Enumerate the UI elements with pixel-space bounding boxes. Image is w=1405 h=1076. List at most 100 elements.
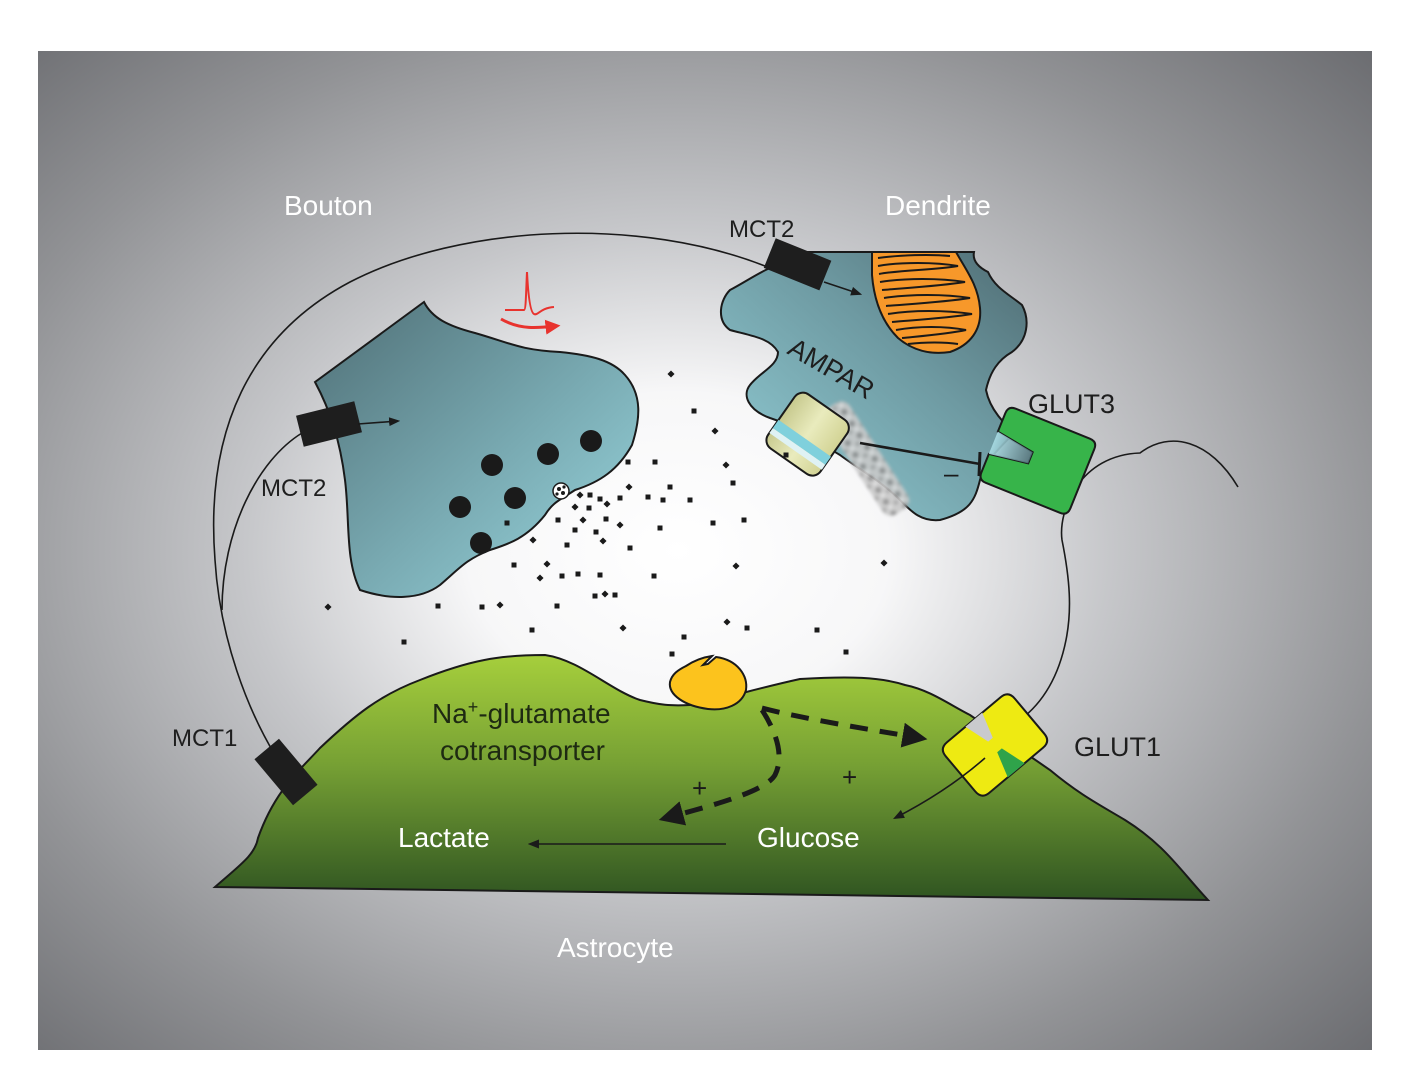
glutamate-molecule [592,593,598,599]
glutamate-molecule [843,649,849,655]
label-astrocyte: Astrocyte [557,932,674,963]
glut3-transporter [979,406,1097,515]
glutamate-molecule [601,590,609,598]
glutamate-molecule [732,562,740,570]
inhibition-line [859,441,981,466]
glutamate-molecule [401,639,407,645]
label-glutamate: -glutamate [478,698,610,729]
glutamate-molecule [687,497,693,503]
glutamate-molecule [783,452,789,458]
glutamate-molecule [576,491,584,499]
glutamate-molecule [597,572,603,578]
vesicle [449,496,471,518]
dashed-arrow-to-glut1 [761,705,928,748]
glutamate-molecule [603,516,609,522]
glutamate-molecule [575,571,581,577]
dashed-arrow-to-glycolysis [658,708,782,826]
glutamate-molecule [667,484,673,490]
label-na-superscript: + [468,697,479,717]
plus-sign-glut1: + [842,762,857,792]
label-glucose: Glucose [757,822,860,853]
mct2-bouton-transporter [296,401,362,447]
glutamate-molecule [572,527,578,533]
label-glut1: GLUT1 [1074,732,1161,762]
inhibition-sign: – [944,458,959,488]
label-bouton: Bouton [284,190,373,221]
glutamate-molecule [511,562,517,568]
label-mct2-bouton: MCT2 [261,475,326,502]
glutamate-molecule [555,517,561,523]
glutamate-molecule [730,480,736,486]
glutamate-molecule [619,624,627,632]
glutamate-molecule [579,516,587,524]
glutamate-molecule [744,625,750,631]
astrocyte-process-outline-right [1019,440,1239,721]
glutamate-molecule [543,560,551,568]
glutamate-molecule [710,520,716,526]
glutamate-molecule [504,520,510,526]
mct2-dendrite-transporter [763,238,832,291]
glutamate-molecule [741,517,747,523]
glutamate-molecule [880,559,888,567]
mct2-bouton-arrow [357,417,401,427]
action-potential [500,271,561,335]
glutamate-molecule [559,573,565,579]
glutamate-molecule [652,459,658,465]
label-cotransporter-line2: cotransporter [440,735,605,766]
glutamate-molecule [651,573,657,579]
glutamate-molecule [593,529,599,535]
glutamate-molecule [612,592,618,598]
glutamate-molecule [586,505,592,511]
glutamate-molecule [529,536,537,544]
glutamate-molecule [599,537,607,545]
glutamate-molecules [324,370,888,657]
action-potential-spike [505,271,555,316]
bouton-terminal [313,300,640,598]
glutamate-molecule [324,603,332,611]
vesicle [470,532,492,554]
glutamate-molecule [496,601,504,609]
glutamate-molecule [723,618,731,626]
glutamate-molecule [681,634,687,640]
glutamate-molecule [603,500,611,508]
glutamate-molecule [660,497,666,503]
vesicle [481,454,503,476]
glutamate-molecule [625,459,631,465]
glutamate-molecule [814,627,820,633]
label-mct1: MCT1 [172,725,237,752]
glutamate-molecule [616,521,624,529]
glutamate-molecule [536,574,544,582]
glutamate-molecule [597,496,603,502]
vesicle [580,430,602,452]
glutamate-molecule [645,494,651,500]
glutamate-molecule [479,604,485,610]
glutamate-molecule [587,492,593,498]
glutamate-molecule [554,603,560,609]
glutamate-molecule [657,525,663,531]
label-cotransporter: Na+-glutamate [432,697,611,729]
mitochondrion [871,251,982,354]
glutamate-molecule [691,408,697,414]
propagation-arrow [500,317,561,335]
vesicle [504,487,526,509]
glutamate-molecule [564,542,570,548]
mct2-bouton-connector [221,432,303,611]
glutamate-molecule [625,483,633,491]
glutamate-molecule [435,603,441,609]
plus-sign-glycolysis: + [692,773,707,803]
glut1-to-glucose-arrow [893,757,986,820]
glutamate-molecule [529,627,535,633]
glutamate-molecule [667,370,675,378]
label-mct2-dendrite: MCT2 [729,216,794,243]
glutamate-molecule [627,545,633,551]
vesicle [537,443,559,465]
inhibition-bar [977,451,982,477]
mct1-transporter [254,738,318,806]
astrocyte-process-outline-left [212,232,771,756]
label-glut3: GLUT3 [1028,389,1115,419]
na-glutamate-cotransporter [668,654,748,711]
label-na: Na [432,698,468,729]
glutamate-molecule [617,495,623,501]
glutamate-molecule [711,427,719,435]
